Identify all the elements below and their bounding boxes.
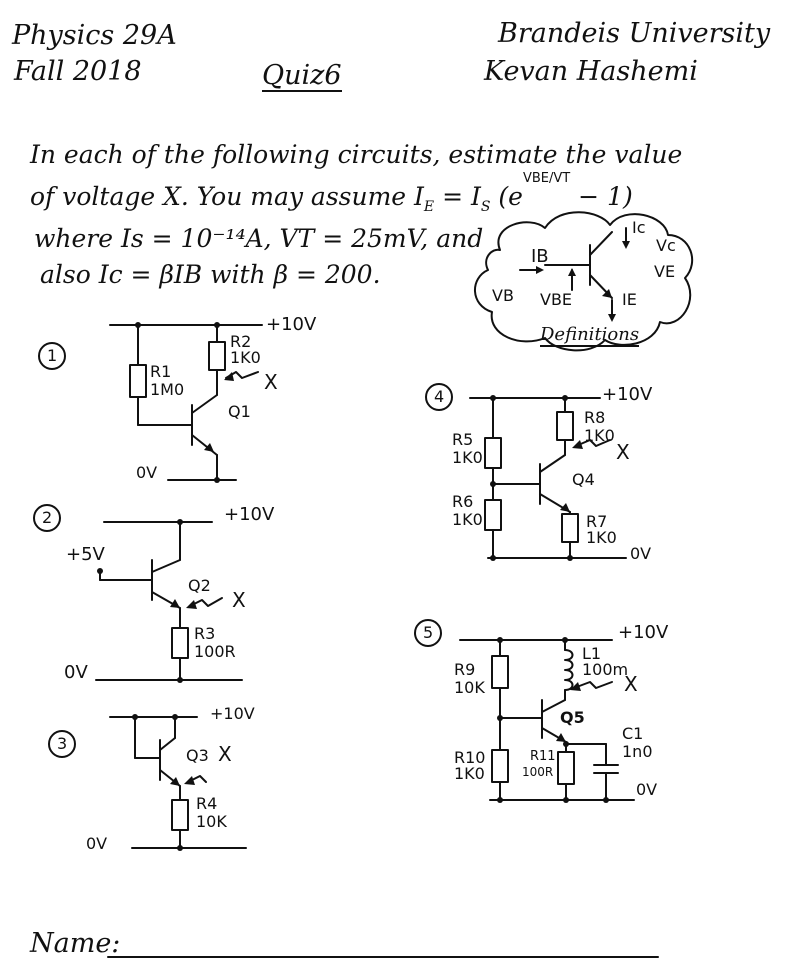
c4-r6-value: 1K0: [452, 510, 483, 529]
circuit-4-marker: [425, 383, 453, 411]
exponent: VBE/VT: [522, 170, 571, 186]
c1-ground: 0V: [136, 463, 158, 482]
circuit-5-marker: [414, 619, 442, 647]
def-ib: IB: [531, 246, 549, 267]
c4-ground: 0V: [630, 544, 652, 563]
c1-supply: +10V: [266, 314, 317, 335]
definitions-cloud: [474, 211, 694, 352]
c5-number: 5: [423, 623, 434, 642]
c5-r10-value: 1K0: [454, 764, 485, 783]
c5-r11: R11: [530, 749, 556, 764]
c3-r4: R4: [196, 794, 218, 813]
c3-x: X: [218, 742, 232, 766]
c4-r7-value: 1K0: [586, 528, 617, 547]
def-ve: VE: [654, 262, 676, 281]
definitions-title: Definitions: [540, 324, 640, 347]
c5-r11-value: 100R: [522, 765, 554, 779]
intro-line-2c: = I: [434, 182, 481, 211]
c4-r8-value: 1K0: [584, 426, 615, 445]
c2-x: X: [232, 588, 246, 612]
intro-line-1: In each of the following circuits, estim…: [30, 140, 683, 169]
c2-r3-value: 100R: [194, 642, 236, 661]
c5-q: Q5: [560, 708, 585, 727]
c5-r10: R10: [454, 748, 486, 767]
c4-q: Q4: [572, 470, 595, 489]
c1-r1: R1: [150, 362, 172, 381]
c5-supply: +10V: [618, 622, 669, 643]
name-label: Name:: [30, 928, 121, 959]
def-vb: VB: [492, 286, 514, 305]
c4-number: 4: [434, 387, 445, 406]
c1-number: 1: [47, 346, 58, 365]
c3-number: 3: [57, 734, 68, 753]
c2-number: 2: [42, 508, 53, 527]
ie-subscript: E: [423, 199, 435, 215]
c2-ground: 0V: [64, 662, 88, 683]
course-title: Physics 29A: [12, 20, 177, 51]
c1-q: Q1: [228, 402, 251, 421]
def-vbe: VBE: [540, 290, 573, 309]
c3-q: Q3: [186, 746, 209, 765]
c4-supply: +10V: [602, 384, 653, 405]
c3-ground: 0V: [86, 834, 108, 853]
c3-supply: +10V: [210, 704, 255, 723]
c1-r2: R2: [230, 332, 252, 351]
c5-l1-value: 100m: [582, 660, 629, 679]
university: Brandeis University: [498, 18, 771, 49]
c1-x: X: [264, 370, 278, 394]
c3-r4-value: 10K: [196, 812, 227, 831]
def-vc: Vc: [656, 236, 676, 255]
c4-r5-value: 1K0: [452, 448, 483, 467]
author: Kevan Hashemi: [484, 56, 698, 87]
c2-r3: R3: [194, 624, 216, 643]
c4-r7: R7: [586, 512, 608, 531]
intro-line-2e: (e: [490, 182, 523, 211]
c5-r9: R9: [454, 660, 476, 679]
c1-r2-value: 1K0: [230, 348, 261, 367]
is-subscript: S: [480, 199, 491, 215]
intro-line-2g: − 1): [570, 182, 633, 211]
c4-x: X: [616, 440, 630, 464]
intro-line-4: also Ic = βIB with β = 200.: [40, 260, 381, 289]
intro-line-2: of voltage X. You may assume IE = IS (eV…: [30, 172, 633, 215]
def-ie: IE: [622, 290, 637, 309]
circuit-2-marker: [33, 504, 61, 532]
quiz-title: Quiz6: [262, 60, 342, 92]
term: Fall 2018: [14, 56, 142, 87]
circuit-1-marker: [38, 342, 66, 370]
c1-r1-value: 1M0: [150, 380, 185, 399]
c4-r5: R5: [452, 430, 474, 449]
c2-supply: +10V: [224, 504, 275, 525]
c2-q: Q2: [188, 576, 211, 595]
c5-c1-value: 1n0: [622, 742, 653, 761]
c4-r6: R6: [452, 492, 474, 511]
def-ic: Ic: [632, 218, 646, 237]
c5-c1: C1: [622, 724, 644, 743]
c5-r9-value: 10K: [454, 678, 485, 697]
c2-vin: +5V: [66, 544, 105, 565]
name-field[interactable]: [110, 926, 658, 956]
c5-l1: L1: [582, 644, 602, 663]
circuit-3-marker: [48, 730, 76, 758]
c4-r8: R8: [584, 408, 606, 427]
c5-x: X: [624, 672, 638, 696]
intro-line-3: where Is = 10⁻¹⁴A, VT = 25mV, and: [34, 224, 484, 253]
intro-line-2a: of voltage X. You may assume I: [30, 182, 424, 211]
c5-ground: 0V: [636, 780, 658, 799]
